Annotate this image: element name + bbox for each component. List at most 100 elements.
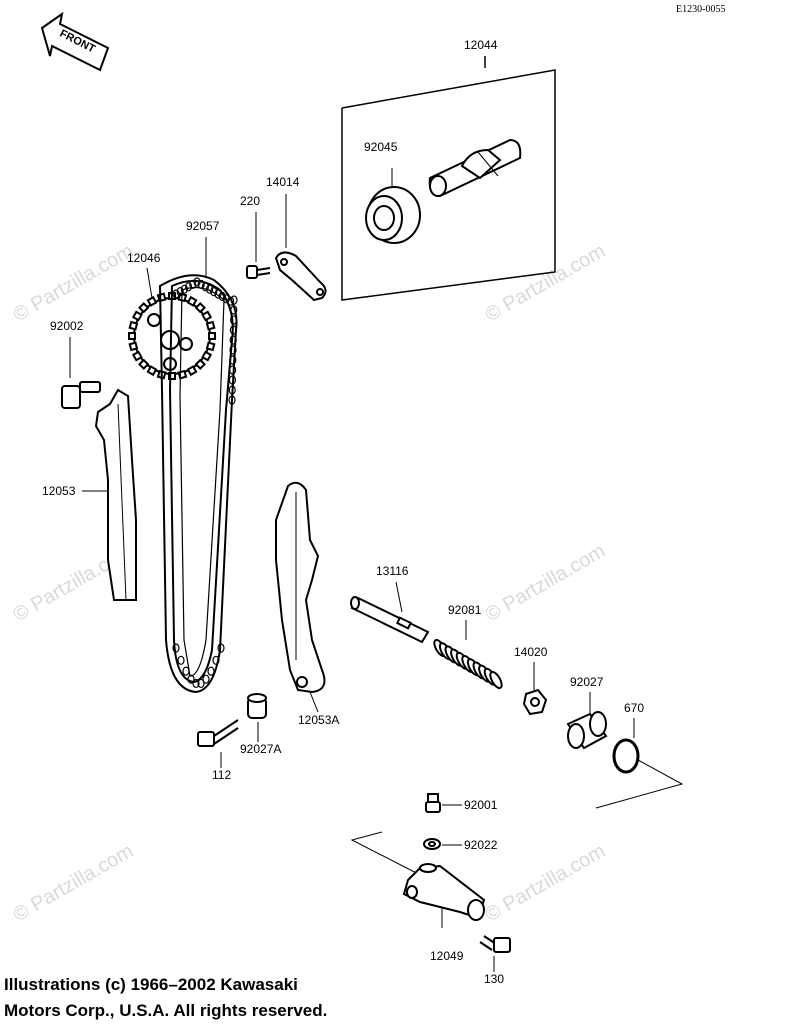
chain-link	[222, 294, 230, 304]
tensioner-body-12049-icon	[402, 863, 486, 921]
chain-link	[193, 277, 201, 287]
chain-link	[182, 666, 190, 676]
chain-link	[229, 335, 237, 345]
chain-link	[172, 289, 180, 299]
chain-link	[172, 643, 180, 653]
chain-link	[230, 295, 238, 305]
chain-link	[229, 325, 237, 335]
o-ring-670-icon	[612, 738, 640, 774]
spring-92081-icon	[433, 638, 503, 690]
chain-link	[228, 395, 236, 405]
camshaft-icon	[428, 138, 522, 198]
chain-link	[180, 284, 188, 294]
chain-link	[210, 287, 218, 297]
sprocket-tooth	[194, 358, 206, 370]
part-label-92081[interactable]: 92081	[448, 603, 482, 617]
chain-link	[230, 315, 238, 325]
part-label-12049[interactable]: 12049	[430, 949, 464, 963]
chain-link	[212, 655, 220, 665]
chain-guide-12053-icon	[94, 388, 137, 601]
chain-link	[201, 282, 209, 292]
sprocket-tooth	[128, 341, 139, 352]
chain-link	[176, 287, 184, 297]
watermark-text: © Partzilla.com	[482, 240, 610, 326]
part-label-92002[interactable]: 92002	[50, 319, 84, 333]
chain-link	[206, 284, 214, 294]
part-label-12053[interactable]: 12053	[42, 484, 76, 498]
chain-link	[192, 678, 200, 689]
sprocket-tooth	[131, 350, 143, 362]
part-label-670[interactable]: 670	[624, 701, 644, 715]
sprocket-tooth	[201, 350, 213, 362]
part-label-12046[interactable]: 12046	[127, 251, 161, 265]
collar-92027-icon	[566, 711, 608, 750]
part-label-92027A[interactable]: 92027A	[240, 742, 281, 756]
bolt-130-icon	[479, 935, 511, 953]
watermark-text: © Partzilla.com	[482, 540, 610, 626]
sprocket-tooth	[146, 365, 158, 377]
push-rod-13116-icon	[350, 596, 430, 644]
sprocket-tooth	[205, 341, 216, 352]
chain-link	[177, 655, 185, 665]
chain-link	[230, 305, 238, 315]
assembly-line	[595, 759, 684, 809]
sprocket-tooth	[194, 302, 206, 314]
part-label-14014[interactable]: 14014	[266, 175, 300, 189]
chain-link	[229, 355, 237, 365]
diagram-id: E1230-0055	[676, 4, 725, 15]
copyright-notice: Illustrations (c) 1966–2002 Kawasaki Mot…	[4, 972, 327, 1024]
part-label-130[interactable]: 130	[484, 972, 504, 986]
watermark-text: © Partzilla.com	[10, 240, 138, 326]
sprocket-tooth	[128, 320, 139, 331]
sprocket-tooth	[205, 320, 216, 331]
chain-link	[202, 674, 210, 684]
chain-link	[207, 666, 215, 676]
watermark-text: © Partzilla.com	[482, 840, 610, 926]
sprocket-tooth	[131, 310, 143, 322]
front-arrow-icon: FRONT	[40, 11, 110, 72]
part-label-92027[interactable]: 92027	[570, 675, 604, 689]
part-label-112[interactable]: 112	[212, 768, 231, 782]
sprocket-tooth	[201, 310, 213, 322]
part-label-12053A[interactable]: 12053A	[298, 713, 339, 727]
spring-coil	[489, 670, 503, 690]
chain-link	[214, 289, 222, 299]
part-label-12044[interactable]: 12044	[464, 38, 498, 52]
chain-link	[229, 345, 237, 355]
sprocket-tooth	[138, 302, 150, 314]
camshaft-assembly-box	[341, 56, 556, 301]
chain-link	[197, 678, 205, 689]
sprocket-tooth	[138, 358, 150, 370]
chain-link	[228, 375, 236, 385]
assembly-line	[350, 831, 431, 881]
watermark-text: © Partzilla.com	[10, 840, 138, 926]
sprocket-tooth	[156, 292, 167, 303]
part-label-92001[interactable]: 92001	[464, 798, 498, 812]
part-label-92057[interactable]: 92057	[186, 219, 220, 233]
chain-link	[218, 291, 226, 301]
chain-link	[189, 279, 197, 289]
part-label-14020[interactable]: 14020	[514, 645, 548, 659]
chain-link	[187, 674, 195, 684]
sprocket-tooth	[208, 332, 216, 340]
part-label-13116[interactable]: 13116	[376, 564, 409, 578]
part-label-92022[interactable]: 92022	[464, 838, 498, 852]
sprocket-tooth	[128, 332, 136, 340]
bolt-112-icon	[197, 719, 239, 747]
sprocket-tooth	[186, 295, 198, 307]
chain-link	[227, 296, 235, 306]
copyright-line-2: Motors Corp., U.S.A. All rights reserved…	[4, 1001, 328, 1020]
nut-14020-icon	[522, 688, 548, 716]
bolt-220-icon	[246, 265, 271, 279]
chain-guide-bracket-icon	[274, 251, 327, 302]
tensioner-guide-12053A-icon	[275, 481, 326, 694]
sprocket-tooth	[186, 365, 198, 377]
bearing-icon	[365, 168, 421, 244]
bolt-92001-icon	[425, 793, 441, 813]
part-label-92045[interactable]: 92045	[364, 140, 398, 154]
chain-link	[217, 643, 225, 653]
bolt-92002-icon	[61, 381, 101, 409]
washer-92022-icon	[423, 838, 441, 850]
part-label-220[interactable]: 220	[240, 194, 260, 208]
